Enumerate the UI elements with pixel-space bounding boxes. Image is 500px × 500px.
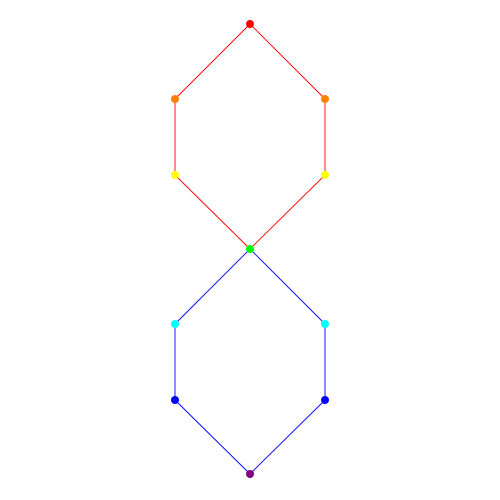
edge-blue-l-bottom (174, 399, 251, 475)
edge-center-cyan-r (249, 248, 326, 325)
node-orange-l (171, 95, 179, 103)
edge-center-cyan-l (174, 248, 251, 325)
edge-top-orange-l (174, 23, 251, 100)
node-center (246, 245, 254, 253)
nodes-layer (171, 20, 329, 478)
node-cyan-l (171, 320, 179, 328)
node-yellow-l (171, 171, 179, 179)
edge-top-orange-r (249, 23, 326, 100)
node-blue-l (171, 396, 179, 404)
edge-yellow-r-center (249, 174, 326, 250)
node-top (246, 20, 254, 28)
node-cyan-r (321, 320, 329, 328)
node-yellow-r (321, 171, 329, 179)
edge-blue-r-bottom (249, 399, 326, 475)
node-blue-r (321, 396, 329, 404)
node-orange-r (321, 95, 329, 103)
edge-yellow-l-center (174, 174, 251, 250)
node-bottom (246, 470, 254, 478)
edges-layer (174, 23, 326, 475)
